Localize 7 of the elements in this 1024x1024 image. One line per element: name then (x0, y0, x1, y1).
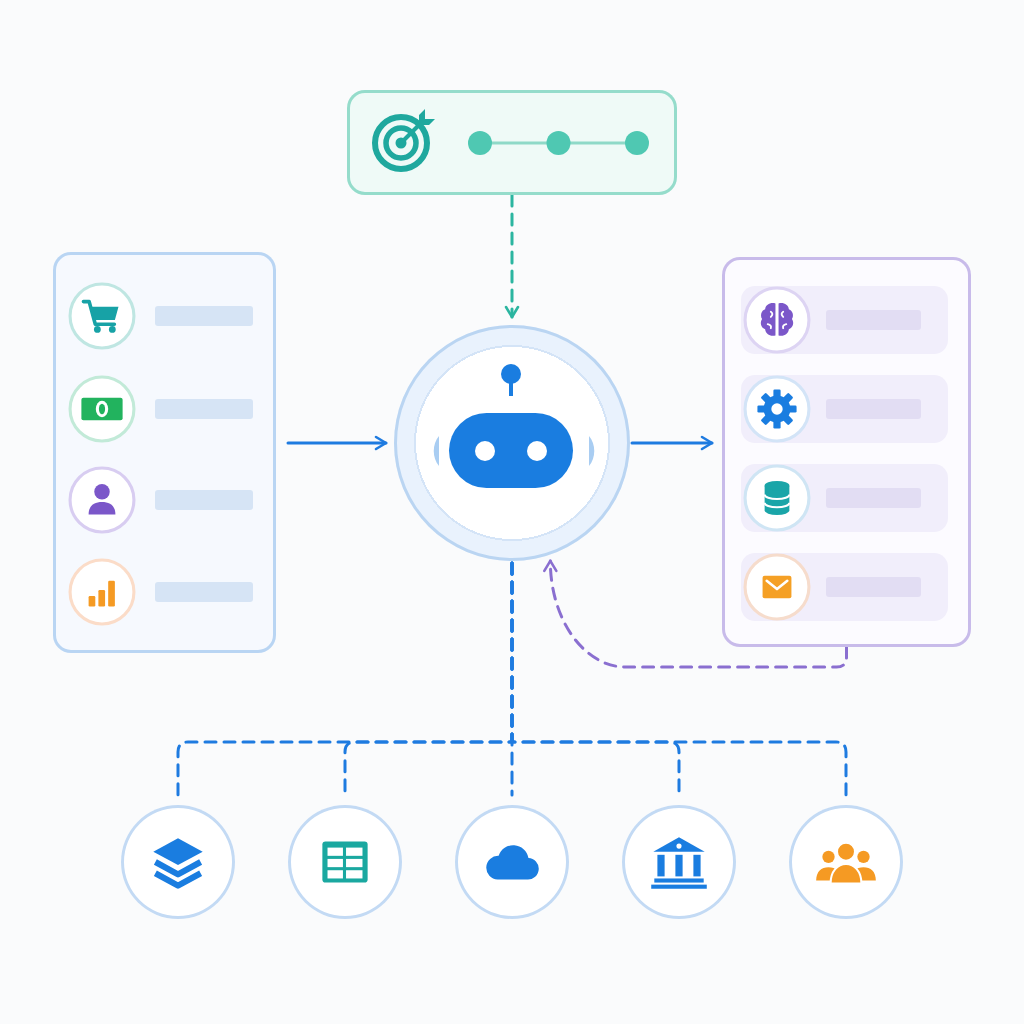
dashed-connector-line (510, 561, 848, 797)
dashed-arrow (504, 193, 520, 319)
list-panel (53, 252, 276, 653)
arrow (630, 435, 714, 451)
header-card (347, 90, 677, 195)
list-panel (722, 257, 971, 647)
arrow (286, 435, 388, 451)
